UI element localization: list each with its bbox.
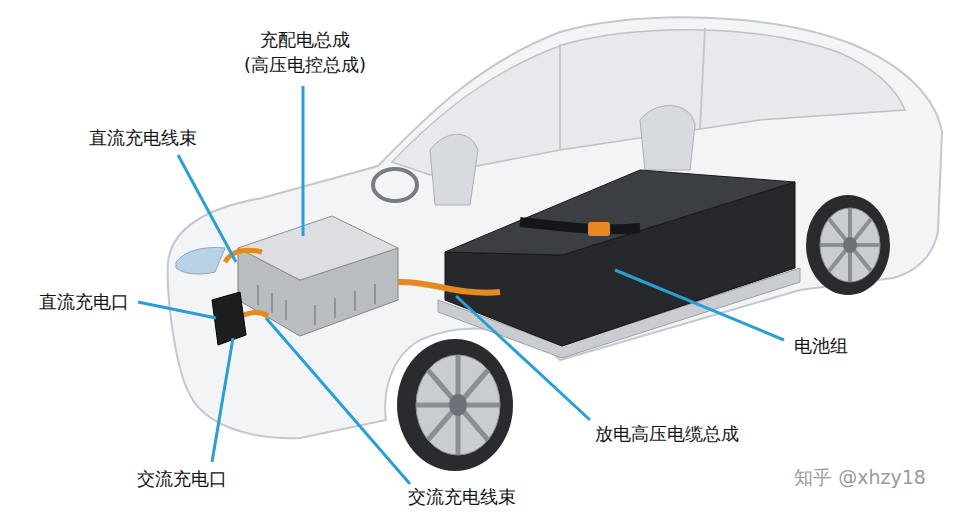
part-label: 放电高压电缆总成 [592,422,742,446]
leader-line [178,155,236,262]
part-label: 电池组 [791,334,851,358]
battery-top [445,170,795,255]
label-line: (高压电控总成) [244,52,366,77]
watermark: 知乎 @xhzy18 [791,465,929,491]
car-seat [430,134,478,205]
part-label: 直流充电线束 [86,126,200,150]
part-label: 交流充电口 [134,467,230,491]
car-seat [640,106,695,170]
leader-line [138,302,216,318]
rear-wheel [806,195,890,295]
car-body [168,17,942,438]
part-label: 直流充电口 [36,290,132,314]
hv-cable [398,282,500,293]
headlight [176,248,225,275]
charger-top [238,216,398,280]
leader-line [456,296,590,420]
label-line: 充配电总成 [244,27,366,52]
charge-port [212,292,246,345]
leader-line [266,318,410,484]
charger-fins [258,284,375,325]
part-label: 交流充电线束 [405,485,519,509]
part-label: 充配电总成(高压电控总成) [241,27,369,77]
battery-ridge [520,222,640,229]
leader-line [302,86,305,236]
front-wheel [397,339,513,471]
leader-line [615,270,784,340]
steering-wheel [373,169,417,201]
leader-line [212,338,233,462]
battery-connector [588,222,610,236]
